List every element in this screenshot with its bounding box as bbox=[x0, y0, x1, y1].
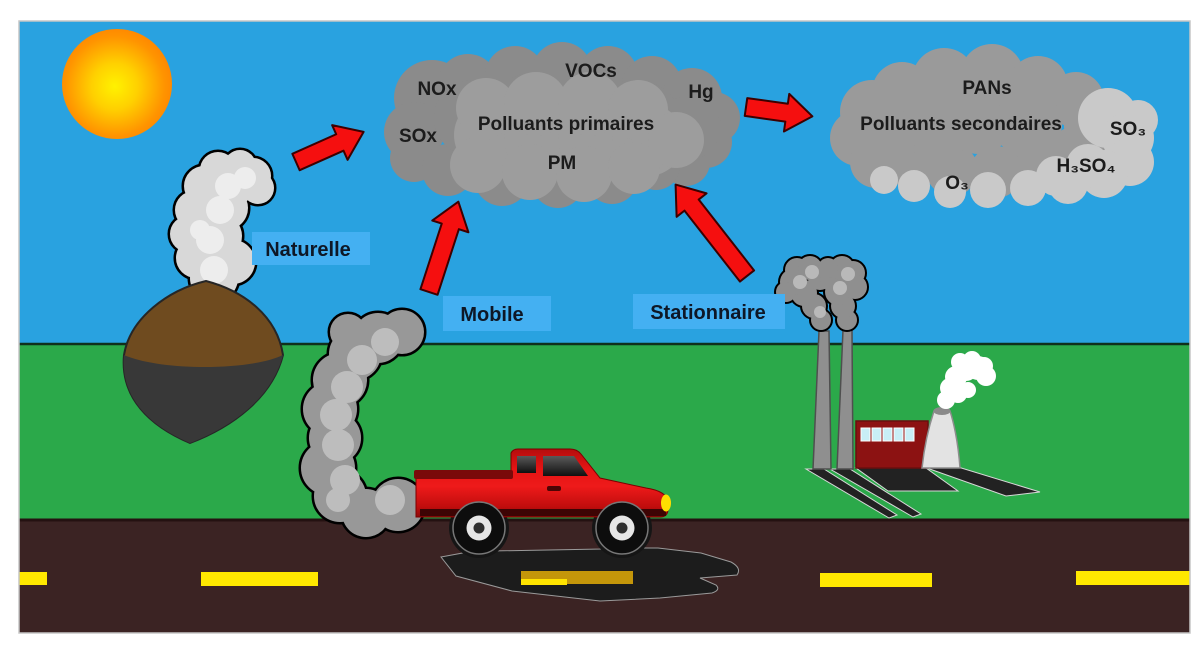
truck-rear-window bbox=[517, 456, 536, 473]
secondary-cloud-title: Polluants secondaires bbox=[860, 114, 1062, 135]
pollutant-h3so4: H₃SO₄ bbox=[1056, 156, 1115, 177]
arrow-icon-natural-to-primary bbox=[291, 124, 365, 172]
arrow-icon-stationary-to-primary bbox=[674, 183, 756, 283]
road-dash bbox=[820, 573, 932, 587]
primary-cloud-title: Polluants primaires bbox=[478, 114, 654, 135]
factory-chimney bbox=[812, 330, 832, 470]
volcano-smoke-icon bbox=[167, 147, 277, 305]
truck-bed-rail bbox=[414, 470, 513, 479]
factory-windows bbox=[860, 427, 915, 442]
road-dash bbox=[201, 572, 318, 586]
scene-border bbox=[18, 20, 1191, 634]
arrows bbox=[291, 92, 814, 296]
truck-front-window bbox=[543, 456, 588, 476]
primary-cloud-inner bbox=[450, 72, 704, 202]
naturelle-label: Naturelle bbox=[265, 239, 351, 261]
truck-headlight bbox=[661, 494, 671, 512]
mobile-label: Mobile bbox=[460, 304, 523, 326]
road-dash-bright-sliver bbox=[521, 579, 567, 585]
road-markings bbox=[19, 571, 1190, 587]
truck-wheels bbox=[452, 501, 649, 555]
truck-rocker bbox=[420, 509, 666, 516]
pollutant-hg: Hg bbox=[688, 82, 713, 103]
primary-pollutants-cloud: NOx VOCs Hg SOx Polluants primaires PM bbox=[384, 42, 740, 208]
secondary-cloud-light bbox=[870, 88, 1158, 208]
pollutant-pans: PANs bbox=[962, 78, 1011, 99]
road-dash bbox=[1076, 571, 1190, 585]
chimney-smoke-icon bbox=[774, 254, 869, 332]
pollutant-nox: NOx bbox=[417, 79, 457, 100]
mobile-label-box bbox=[443, 296, 551, 331]
pollutant-o3: O₃ bbox=[945, 173, 969, 194]
pollutant-sox: SOx bbox=[399, 126, 437, 147]
factory-shadows bbox=[804, 466, 1041, 519]
sun-icon bbox=[62, 29, 172, 139]
secondary-pollutants-cloud: PANs Polluants secondaires SO₃ H₃SO₄ O₃ bbox=[830, 44, 1158, 208]
arrow-icon-mobile-to-primary bbox=[419, 200, 470, 296]
truck-icon bbox=[414, 448, 671, 558]
pollutant-pm: PM bbox=[548, 153, 577, 174]
factory-icon bbox=[774, 254, 1041, 519]
pollutant-vocs: VOCs bbox=[565, 61, 617, 82]
source-labels: Naturelle Mobile Stationnaire bbox=[252, 232, 785, 331]
stationnaire-label-box bbox=[633, 294, 785, 329]
volcano-icon bbox=[122, 279, 285, 445]
truck-door-handle bbox=[547, 486, 561, 491]
arrow-icon-primary-to-secondary bbox=[743, 92, 814, 133]
naturelle-label-box bbox=[252, 232, 370, 265]
tower-steam-icon bbox=[937, 351, 996, 409]
truck-body bbox=[415, 448, 669, 518]
stationnaire-label: Stationnaire bbox=[650, 302, 766, 324]
road-dash bbox=[19, 572, 47, 585]
pollutant-so3: SO₃ bbox=[1110, 119, 1146, 140]
truck-shadow bbox=[440, 542, 739, 602]
cooling-tower-top bbox=[933, 407, 951, 415]
